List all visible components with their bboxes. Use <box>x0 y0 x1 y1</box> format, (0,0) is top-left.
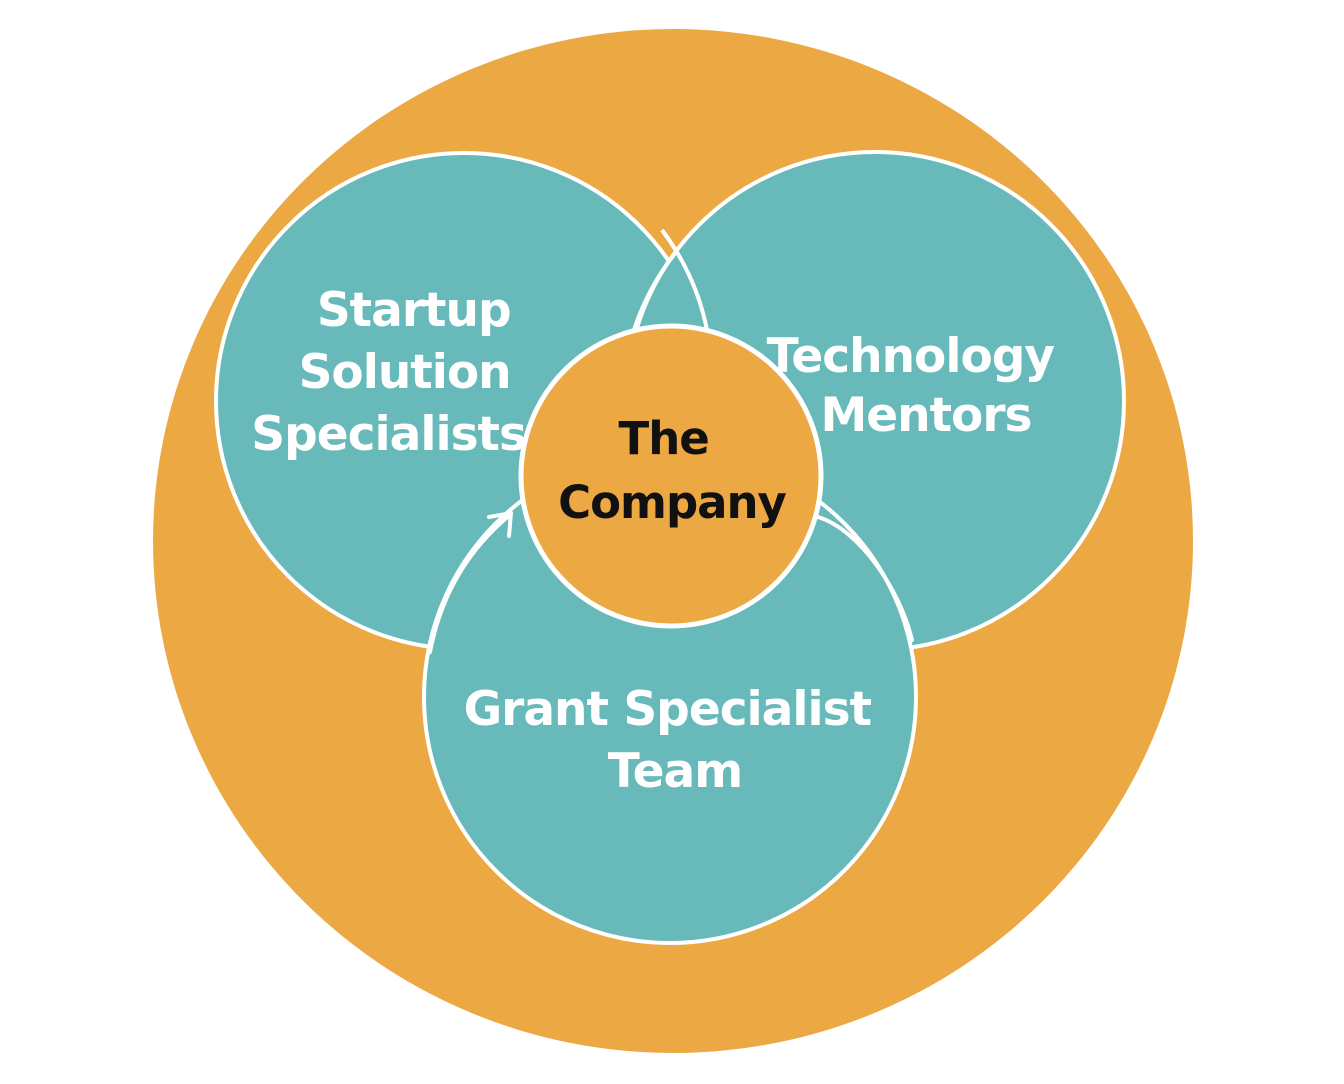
label-the-company: The Company <box>558 412 786 529</box>
overlap-arc-left <box>660 228 710 336</box>
label-grant-specialist-team: Grant Specialist Team <box>464 682 887 799</box>
label-left-line2: Solution <box>299 345 511 400</box>
label-technology-mentors: Technology Mentors <box>767 329 1070 443</box>
label-startup-solution-specialists: Startup Solution Specialists <box>251 283 526 462</box>
label-left-line3: Specialists <box>251 407 526 462</box>
label-left-line1: Startup <box>317 283 511 338</box>
arrowhead-icon <box>487 511 513 538</box>
label-bottom-line1: Grant Specialist <box>464 682 872 737</box>
label-right-line2: Mentors <box>820 388 1031 443</box>
label-bottom-line2: Team <box>608 744 742 799</box>
label-right-line1: Technology <box>767 329 1055 384</box>
center-circle <box>518 323 824 629</box>
overlap-arc-right <box>632 250 678 331</box>
label-center-line1: The <box>619 412 709 465</box>
arrow-curve <box>428 513 512 654</box>
accent-curve <box>816 515 914 642</box>
label-center-line2: Company <box>558 476 786 529</box>
